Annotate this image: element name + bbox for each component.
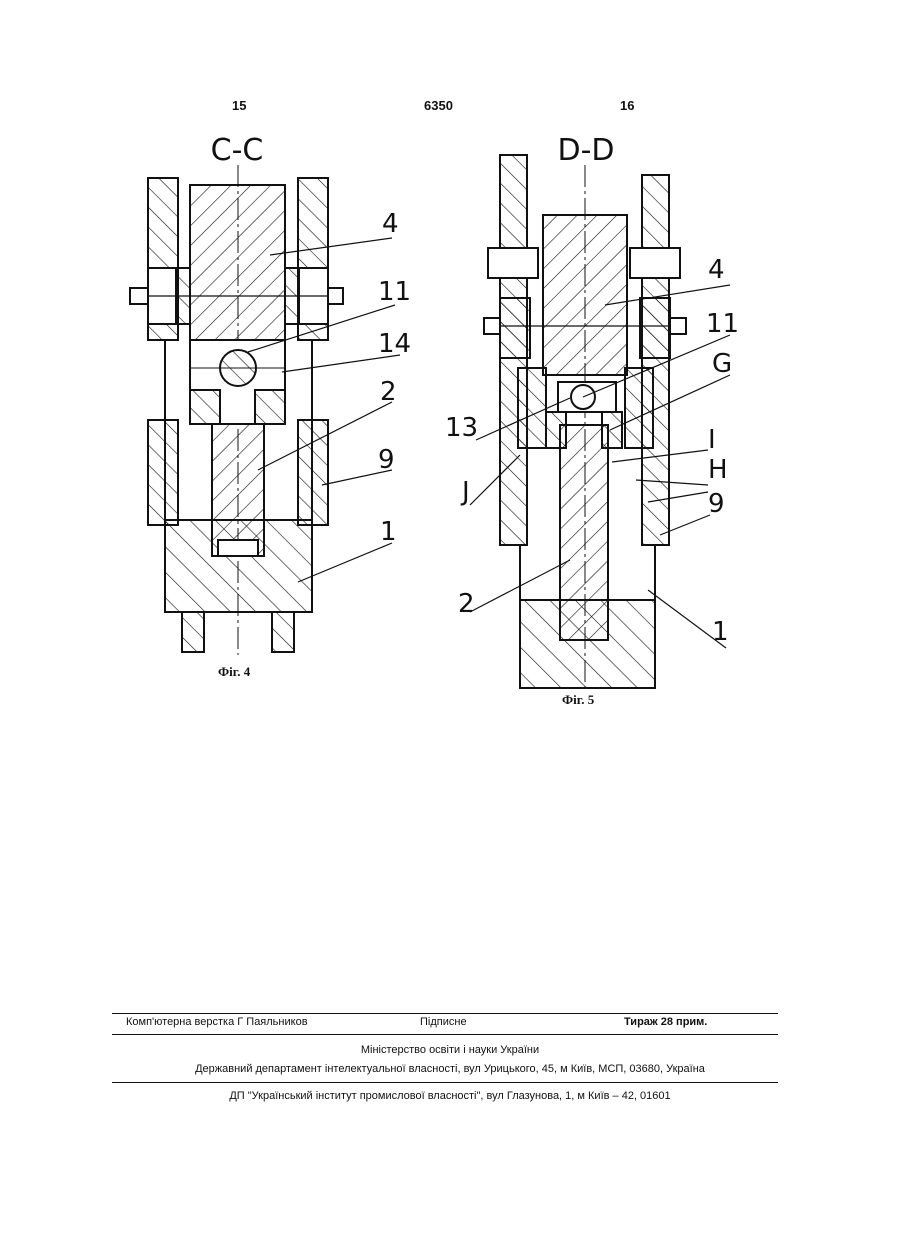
figure-5-caption: Фіг. 5 [562,692,594,708]
fig5-label-2: 2 [458,589,475,619]
fig5-label-4: 4 [708,255,725,285]
fig4-label-11: 11 [378,277,411,307]
fig4-section-label: C-C [211,133,264,168]
fig5-label-1: 1 [712,617,729,647]
figure-4-caption: Фіг. 4 [218,664,250,680]
fig5-label-G: G [712,349,732,379]
figure-5-drawing: D-D [445,133,739,690]
fig5-label-9: 9 [708,489,725,519]
circulation-note: Тираж 28 прим. [624,1016,707,1028]
layout-credit: Комп'ютерна верстка Г Паяльников [126,1016,308,1028]
fig4-label-9: 9 [378,445,395,475]
fig4-label-1: 1 [380,517,397,547]
ministry-line: Міністерство освіти і науки України [0,1044,900,1056]
fig4-label-2: 2 [380,377,397,407]
institute-line: ДП "Український інститут промислової вла… [0,1090,900,1102]
footer-rule-top [112,1013,778,1014]
fig4-label-14: 14 [378,329,411,359]
fig5-section-label: D-D [557,133,614,168]
fig5-label-J: J [460,477,470,507]
figure-4-drawing: C-C [130,133,411,655]
fig5-label-11: 11 [706,309,739,339]
drawings: C-C [0,0,900,720]
fig5-label-I: I [708,425,716,455]
footer-rule-bottom [112,1082,778,1083]
footer-rule-mid [112,1034,778,1035]
department-line: Державний департамент інтелектуальної вл… [0,1063,900,1075]
fig5-label-13: 13 [445,413,478,443]
fig4-label-4: 4 [382,209,399,239]
fig5-label-H: H [708,455,728,485]
subscription-note: Підписне [420,1016,467,1028]
